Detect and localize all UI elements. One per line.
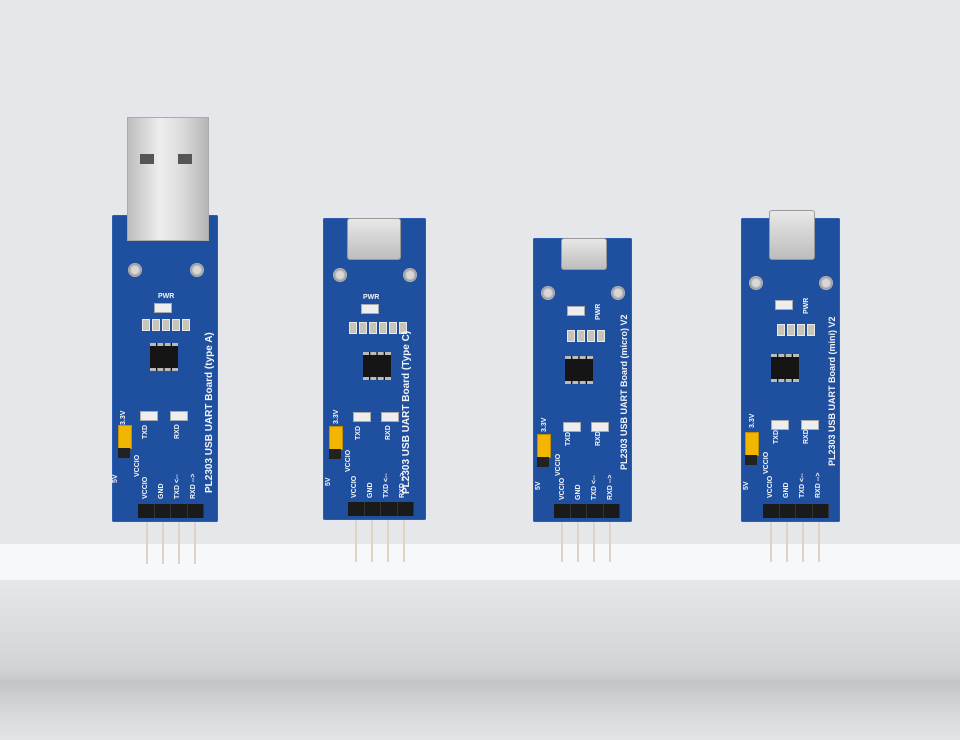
- micro-usb-port-icon: [561, 238, 607, 270]
- vccio-label: VCCIO: [763, 451, 770, 474]
- pwr-label: PWR: [158, 293, 175, 300]
- txd-led: [140, 411, 158, 421]
- txd-led: [563, 422, 581, 432]
- pin-label: VCCIO: [142, 476, 149, 499]
- pin-label: VCCIO: [559, 477, 566, 500]
- txd-led: [353, 412, 371, 422]
- 3v3-label: 3.3V: [541, 417, 548, 432]
- header-pin: [146, 520, 148, 564]
- rxd-label: RXD: [803, 429, 810, 444]
- pin-label: TXD <--: [383, 473, 390, 498]
- mini-usb-port-icon: [769, 210, 815, 260]
- pcb: PL2303 USB UART Board (Type C) PWR TXD R…: [323, 218, 426, 520]
- header-pin: [178, 520, 180, 564]
- board-title: PL2303 USB UART Board (Type C): [401, 330, 412, 494]
- pwr-label: PWR: [803, 297, 810, 314]
- pl2303-chip: [771, 354, 799, 382]
- txd-label: TXD: [355, 426, 362, 440]
- usb-c-port-icon: [347, 218, 401, 260]
- pwr-led: [567, 306, 585, 316]
- mounting-screw-icon: [541, 286, 555, 300]
- header-pin: [162, 520, 164, 564]
- vccio-label: VCCIO: [345, 449, 352, 472]
- 3v3-label: 3.3V: [333, 409, 340, 424]
- usb-a-plug-icon: [127, 117, 209, 241]
- pin-label: RXD -->: [399, 472, 406, 498]
- 5v-label: 5V: [535, 481, 542, 490]
- pin-label: VCCIO: [351, 475, 358, 498]
- rxd-led: [381, 412, 399, 422]
- mounting-screw-icon: [403, 268, 417, 282]
- rxd-led: [170, 411, 188, 421]
- shelf-front-face: [0, 580, 960, 680]
- pin-label: VCCIO: [767, 475, 774, 498]
- pin-label: TXD <--: [174, 474, 181, 499]
- 5v-label: 5V: [325, 477, 332, 486]
- mounting-screw-icon: [190, 263, 204, 277]
- pcb: PL2303 USB UART Board (micro) V2 PWR TXD…: [533, 238, 632, 522]
- pin-label: TXD <--: [591, 475, 598, 500]
- pwr-label: PWR: [363, 294, 380, 301]
- board-title: PL2303 USB UART Board (mini) V2: [827, 316, 837, 466]
- mounting-screw-icon: [819, 276, 833, 290]
- pcb: PL2303 USB UART Board (mini) V2 PWR TXD …: [741, 210, 840, 522]
- pwr-led: [154, 303, 172, 313]
- shelf-top-surface: [0, 544, 960, 580]
- 3v3-label: 3.3V: [749, 413, 756, 428]
- 3v3-label: 3.3V: [120, 410, 127, 425]
- voltage-jumper: [537, 434, 551, 458]
- pcb: PL2303 USB UART Board (type A) PWR TXD R…: [112, 215, 218, 522]
- pin-label: RXD -->: [190, 473, 197, 499]
- pin-header: [554, 504, 620, 518]
- pin-header: [348, 502, 414, 516]
- txd-label: TXD: [565, 432, 572, 446]
- pin-label: GND: [575, 484, 582, 500]
- pl2303-chip: [150, 343, 178, 371]
- voltage-jumper: [745, 432, 759, 456]
- 5v-label: 5V: [743, 481, 750, 490]
- vccio-label: VCCIO: [134, 454, 141, 477]
- pin-label: RXD -->: [607, 474, 614, 500]
- pin-label: GND: [783, 482, 790, 498]
- rxd-label: RXD: [595, 431, 602, 446]
- pwr-led: [775, 300, 793, 310]
- board-title: PL2303 USB UART Board (micro) V2: [619, 314, 629, 470]
- pin-label: GND: [158, 483, 165, 499]
- rxd-label: RXD: [174, 424, 181, 439]
- pl2303-chip: [363, 352, 391, 380]
- rxd-label: RXD: [385, 425, 392, 440]
- mounting-screw-icon: [128, 263, 142, 277]
- txd-label: TXD: [142, 425, 149, 439]
- pl2303-chip: [565, 356, 593, 384]
- rxd-led: [801, 420, 819, 430]
- 5v-label: 5V: [112, 474, 119, 483]
- pin-label: GND: [367, 482, 374, 498]
- voltage-jumper: [118, 425, 132, 449]
- pwr-label: PWR: [595, 303, 602, 320]
- shelf-bottom-edge: [0, 680, 960, 740]
- mounting-screw-icon: [333, 268, 347, 282]
- vccio-label: VCCIO: [555, 453, 562, 476]
- mounting-screw-icon: [749, 276, 763, 290]
- pin-header: [763, 504, 829, 518]
- txd-label: TXD: [773, 430, 780, 444]
- pin-header: [138, 504, 204, 518]
- rxd-led: [591, 422, 609, 432]
- board-title: PL2303 USB UART Board (type A): [204, 332, 215, 493]
- mounting-screw-icon: [611, 286, 625, 300]
- pin-label: TXD <--: [799, 473, 806, 498]
- voltage-jumper: [329, 426, 343, 450]
- pin-label: RXD -->: [815, 472, 822, 498]
- pwr-led: [361, 304, 379, 314]
- header-pin: [194, 520, 196, 564]
- txd-led: [771, 420, 789, 430]
